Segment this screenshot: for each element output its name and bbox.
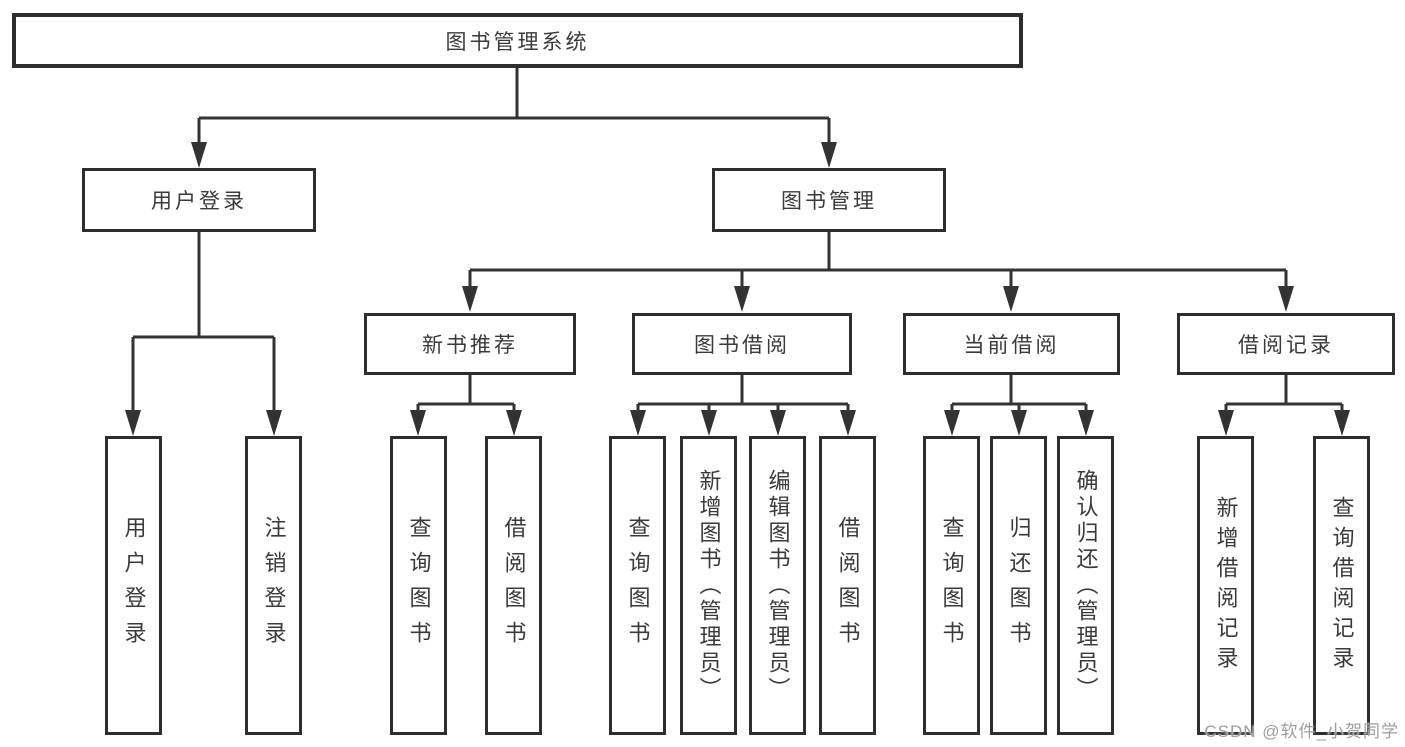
leaf-return-books: 归还图书 bbox=[990, 436, 1047, 735]
node-new-book-recommendation: 新书推荐 bbox=[364, 313, 576, 375]
node-label: 借阅记录 bbox=[1238, 334, 1334, 357]
node-label: 新增借阅记录 bbox=[1213, 495, 1239, 676]
node-label: 用户登录 bbox=[151, 190, 247, 213]
node-label: 图书管理系统 bbox=[445, 30, 590, 54]
connector-current-borrow-to-leaves bbox=[950, 375, 1088, 414]
node-label: 查询图书 bbox=[939, 515, 965, 656]
node-label: 查询图书 bbox=[406, 515, 432, 656]
leaf-edit-books-admin: 编辑图书（管理员） bbox=[749, 436, 806, 735]
connector-borrow-records-to-leaves bbox=[1224, 375, 1344, 414]
node-label: 用户登录 bbox=[121, 515, 147, 656]
node-label: 图书管理 bbox=[781, 190, 877, 213]
leaf-query-books-borrow: 查询图书 bbox=[609, 436, 666, 735]
connector-book-management-to-level3 bbox=[468, 232, 1288, 290]
leaf-query-borrow-record: 查询借阅记录 bbox=[1313, 436, 1370, 735]
connector-user-login-to-leaves bbox=[131, 232, 276, 414]
node-label: 新书推荐 bbox=[422, 334, 518, 357]
node-user-login: 用户登录 bbox=[82, 168, 316, 232]
node-current-borrowing: 当前借阅 bbox=[903, 313, 1120, 375]
node-label: 编辑图书（管理员） bbox=[765, 468, 791, 703]
node-book-management: 图书管理 bbox=[712, 168, 946, 232]
arrowheads bbox=[125, 142, 1350, 436]
node-label: 注销登录 bbox=[261, 515, 287, 656]
leaf-logout-login: 注销登录 bbox=[245, 436, 302, 735]
connector-root-to-level2 bbox=[197, 68, 831, 146]
node-library-management-system: 图书管理系统 bbox=[12, 13, 1023, 68]
node-label: 新增图书（管理员） bbox=[696, 468, 722, 703]
node-book-borrowing: 图书借阅 bbox=[632, 313, 852, 375]
node-label: 图书借阅 bbox=[694, 334, 790, 357]
node-label: 当前借阅 bbox=[963, 334, 1060, 357]
node-label: 查询图书 bbox=[625, 515, 651, 656]
node-label: 确认归还（管理员） bbox=[1073, 468, 1099, 703]
node-label: 借阅图书 bbox=[501, 515, 527, 656]
connector-book-borrow-to-leaves bbox=[636, 375, 850, 414]
node-label: 归还图书 bbox=[1006, 515, 1032, 656]
leaf-add-books-admin: 新增图书（管理员） bbox=[680, 436, 737, 735]
node-label: 借阅图书 bbox=[835, 515, 861, 656]
node-label: 查询借阅记录 bbox=[1329, 495, 1355, 676]
csdn-watermark: CSDN @软件_小贺同学 bbox=[1204, 722, 1399, 741]
leaf-query-books-current: 查询图书 bbox=[923, 436, 980, 735]
leaf-user-login: 用户登录 bbox=[105, 436, 162, 735]
leaf-add-borrow-record: 新增借阅记录 bbox=[1197, 436, 1254, 735]
leaf-borrow-books-newrec: 借阅图书 bbox=[485, 436, 542, 735]
node-borrowing-records: 借阅记录 bbox=[1177, 313, 1395, 375]
leaf-confirm-return-admin: 确认归还（管理员） bbox=[1057, 436, 1114, 735]
leaf-query-books-newrec: 查询图书 bbox=[390, 436, 447, 735]
leaf-borrow-books-borrow: 借阅图书 bbox=[819, 436, 876, 735]
connector-new-book-to-leaves bbox=[416, 375, 516, 414]
